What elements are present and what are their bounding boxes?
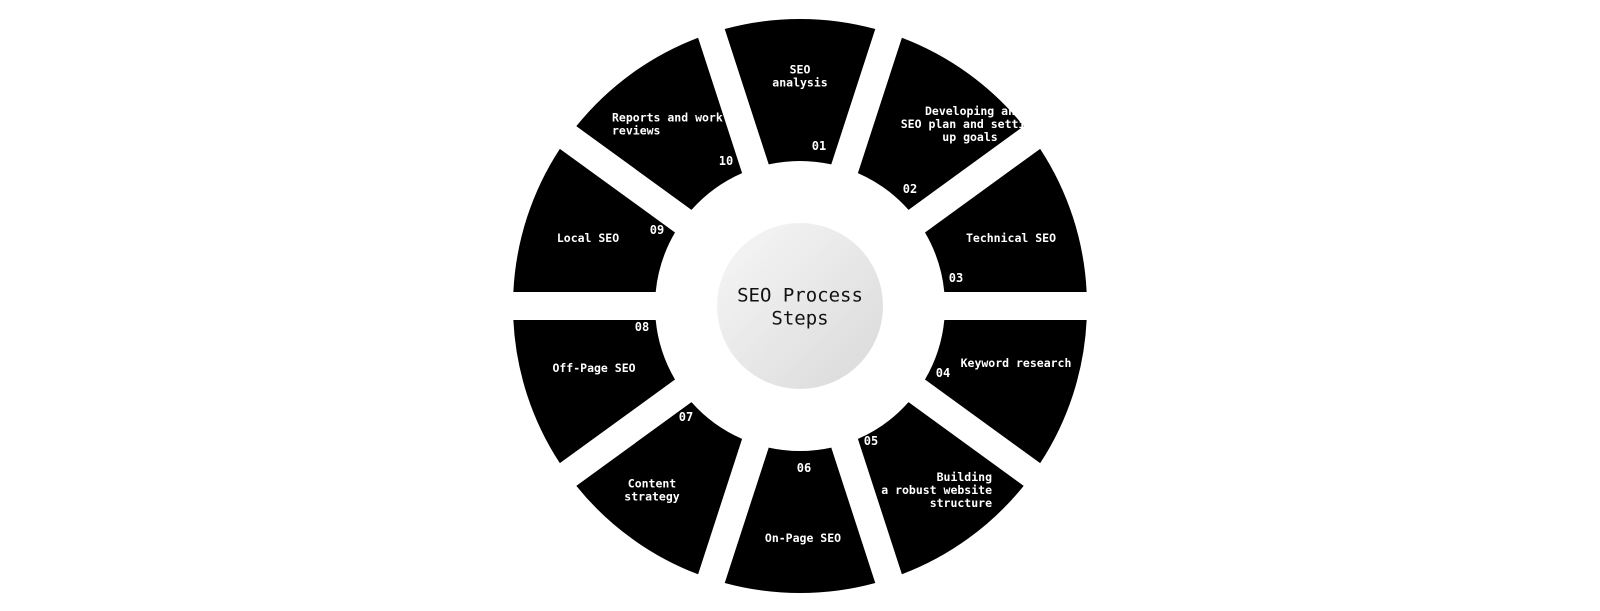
step-segment-07: [576, 402, 743, 575]
step-number-04: 04: [936, 366, 950, 380]
step-label-line: Content: [628, 477, 677, 491]
step-number-05: 05: [864, 434, 878, 448]
step-number-08: 08: [635, 320, 649, 334]
step-label-line: a robust website: [881, 483, 992, 497]
step-number-10: 10: [719, 154, 733, 168]
step-label-08: Off-Page SEO: [552, 361, 635, 375]
step-label-06: On-Page SEO: [765, 531, 841, 545]
step-number-03: 03: [949, 271, 963, 285]
step-label-03: Technical SEO: [966, 231, 1056, 245]
step-label-line: Technical SEO: [966, 231, 1056, 245]
step-label-line: SEO: [790, 63, 811, 77]
step-segment-04: [924, 320, 1087, 464]
step-label-line: strategy: [624, 490, 679, 504]
step-label-line: Keyword research: [961, 356, 1072, 370]
step-number-01: 01: [812, 139, 826, 153]
step-label-line: Developing an: [925, 104, 1015, 118]
diagram-title-line: SEO Process: [737, 285, 863, 307]
step-segment-03: [924, 148, 1087, 292]
diagram-title-line: Steps: [771, 308, 828, 330]
step-segment-05: [857, 402, 1024, 575]
step-segment-08: [513, 320, 676, 464]
step-number-09: 09: [650, 223, 664, 237]
step-label-line: Off-Page SEO: [552, 361, 635, 375]
step-segment-02: [857, 37, 1024, 210]
step-label-line: structure: [930, 496, 992, 510]
step-segment-10: [576, 37, 743, 210]
step-label-04: Keyword research: [961, 356, 1072, 370]
step-label-line: On-Page SEO: [765, 531, 841, 545]
step-number-07: 07: [679, 410, 693, 424]
step-label-line: Local SEO: [557, 231, 619, 245]
step-number-02: 02: [903, 182, 917, 196]
step-segment-06: [724, 447, 876, 593]
step-label-line: analysis: [772, 76, 827, 90]
step-label-line: Reports and work: [612, 111, 723, 125]
center-circle: [717, 223, 883, 389]
step-label-09: Local SEO: [557, 231, 619, 245]
step-label-line: Building: [937, 470, 992, 484]
step-label-line: reviews: [612, 124, 660, 138]
step-label-line: up goals: [942, 130, 997, 144]
step-label-line: SEO plan and setting: [901, 117, 1040, 131]
step-segment-01: [724, 19, 876, 165]
step-segment-09: [513, 148, 676, 292]
step-number-06: 06: [797, 461, 811, 475]
